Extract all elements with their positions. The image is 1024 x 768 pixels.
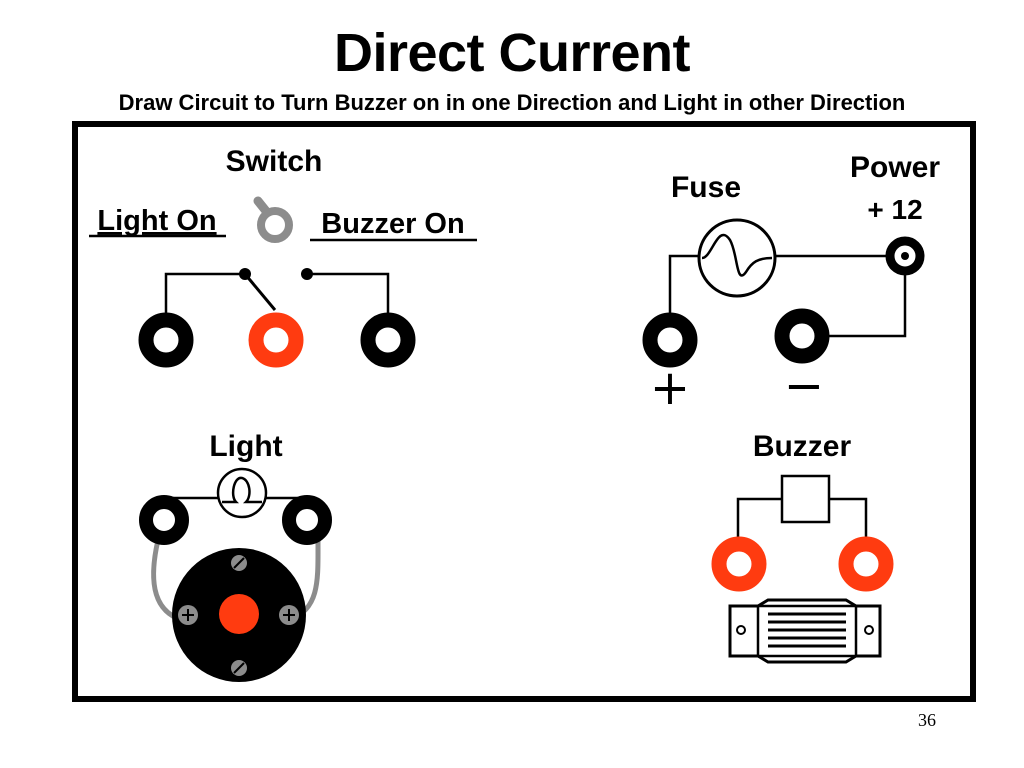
switch-contact-right xyxy=(301,268,313,280)
wire-power-to-minus xyxy=(822,271,907,338)
page-number: 36 xyxy=(918,710,936,730)
switch-terminal-common[interactable] xyxy=(248,312,304,368)
switch-terminal-right[interactable] xyxy=(360,312,416,368)
switch-blade xyxy=(243,273,277,311)
plus-terminal[interactable] xyxy=(642,312,698,368)
light-on-label: Light On xyxy=(97,205,216,237)
wire-buzzer-right xyxy=(829,497,868,545)
buzzer-device-icon xyxy=(728,598,882,664)
buzzer-terminal-right[interactable] xyxy=(838,536,894,592)
slide-title: Direct Current xyxy=(333,23,691,83)
minus-terminal[interactable] xyxy=(774,308,830,364)
switch-label: Switch xyxy=(226,145,323,178)
buzzer-symbol-icon xyxy=(780,474,831,524)
buzzer-label: Buzzer xyxy=(753,430,852,463)
light-terminal-right[interactable] xyxy=(282,495,332,545)
wire-buzzer-left xyxy=(736,497,782,545)
minus-sign: − xyxy=(784,358,824,414)
light-label: Light xyxy=(209,430,282,463)
wire-switch-left xyxy=(164,272,245,322)
toggle-switch-icon[interactable] xyxy=(253,196,293,243)
wire-switch-right xyxy=(307,272,390,322)
light-bulb-icon xyxy=(216,467,268,519)
plus-sign: + xyxy=(650,360,690,416)
fuse-label: Fuse xyxy=(671,171,741,204)
buzzer-terminal-left[interactable] xyxy=(711,536,767,592)
fuse-icon xyxy=(697,218,777,298)
buzzer-on-label: Buzzer On xyxy=(321,208,464,240)
lamp-socket-icon xyxy=(172,548,306,682)
wire-plus-to-fuse xyxy=(668,254,699,322)
circuit-board-panel xyxy=(72,121,976,702)
switch-terminal-left[interactable] xyxy=(138,312,194,368)
power-voltage-label: + 12 xyxy=(867,194,922,225)
power-terminal-center xyxy=(901,252,909,260)
switch-contact-left xyxy=(239,268,251,280)
light-terminal-left[interactable] xyxy=(139,495,189,545)
power-label: Power xyxy=(850,151,940,184)
slide-subtitle: Draw Circuit to Turn Buzzer on in one Di… xyxy=(118,90,906,115)
